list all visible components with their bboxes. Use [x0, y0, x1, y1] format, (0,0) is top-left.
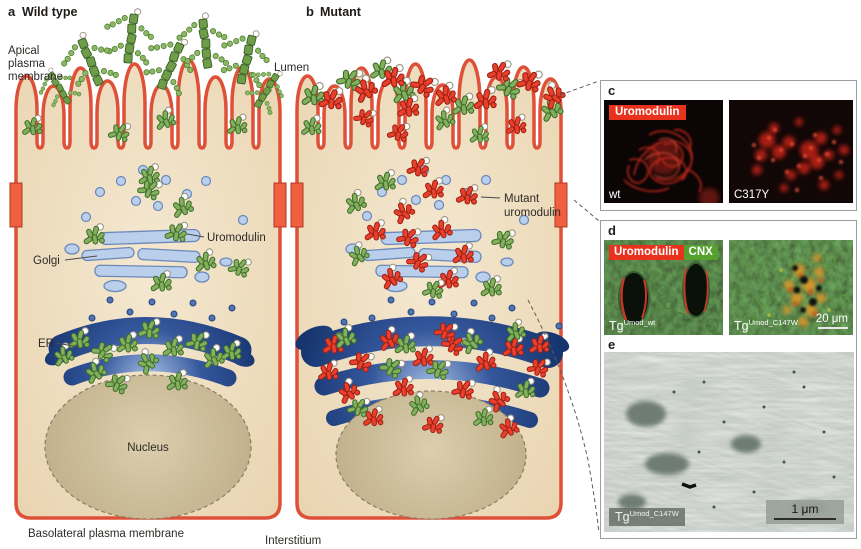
tg-umod-c147w-em-label: TgUmod_C147W [609, 507, 685, 526]
panel-c-mutant-image: C317Y [729, 100, 853, 203]
panel-c-box: c [600, 80, 857, 211]
wildtype-cell [9, 4, 295, 520]
panel-e-tag: e [608, 337, 616, 352]
er-label: ER [38, 338, 54, 350]
vesicles-wildtype [80, 164, 249, 322]
panel-d-tag: d [608, 223, 616, 238]
apical-membrane-label: Apical [8, 45, 39, 57]
uromodulin-label: Uromodulin [207, 232, 266, 244]
panel-a-title: Wild type [22, 5, 77, 19]
diagram-labels: a Wild type b Mutant Apical plasma membr… [8, 4, 561, 547]
mutant-cell [290, 55, 570, 520]
scale-bar-1um: 1 μm [766, 499, 844, 524]
svg-text:membrane: membrane [8, 71, 63, 83]
tight-junction [273, 182, 287, 228]
basolateral-membrane-label: Basolateral plasma membrane [28, 528, 184, 540]
interstitium-label: Interstitium [265, 535, 321, 547]
lumen-label: Lumen [274, 62, 309, 74]
tight-junction [9, 182, 23, 228]
panel-b-title: Mutant [320, 5, 362, 19]
panel-e-em-image: TgUmod_C147W 1 μm [604, 352, 854, 532]
panel-connectors [527, 80, 600, 534]
tight-junction [290, 182, 304, 228]
tight-junction [554, 182, 568, 228]
wt-label: wt [609, 189, 621, 201]
scale-bar-20um: 20 μm [816, 313, 848, 329]
svg-text:plasma: plasma [8, 58, 46, 70]
c317y-label: C317Y [734, 189, 770, 201]
panel-c-wt-image: Uromodulin wt [604, 100, 723, 203]
nucleus-label: Nucleus [127, 442, 169, 454]
panel-b-tag: b [306, 4, 314, 19]
svg-text:uromodulin: uromodulin [504, 207, 561, 219]
panel-d-mutant-image: TgUmod_C147W 20 μm [729, 240, 853, 335]
panel-a-tag: a [8, 4, 16, 19]
golgi-label: Golgi [33, 255, 60, 267]
tg-umod-c147w-label: TgUmod_C147W [734, 317, 798, 333]
nucleus-wildtype [44, 374, 252, 520]
uromodulin-badge: Uromodulin [609, 105, 686, 120]
tg-umod-wt-label: TgUmod_wt [609, 317, 656, 333]
panel-c-tag: c [608, 83, 616, 98]
mutant-uromodulin-label: Mutant [504, 193, 540, 205]
panel-d-e-box: d [600, 220, 857, 539]
